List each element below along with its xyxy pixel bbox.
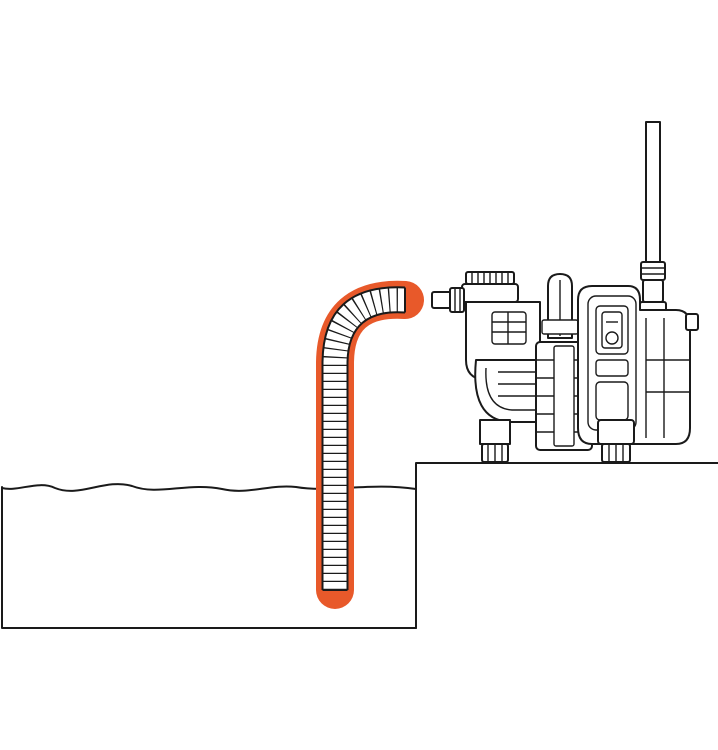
outlet-pipe-icon xyxy=(639,121,667,315)
ground-ledge xyxy=(415,462,718,629)
garden-pump-icon xyxy=(431,271,699,463)
suction-hose-icon xyxy=(316,280,424,609)
